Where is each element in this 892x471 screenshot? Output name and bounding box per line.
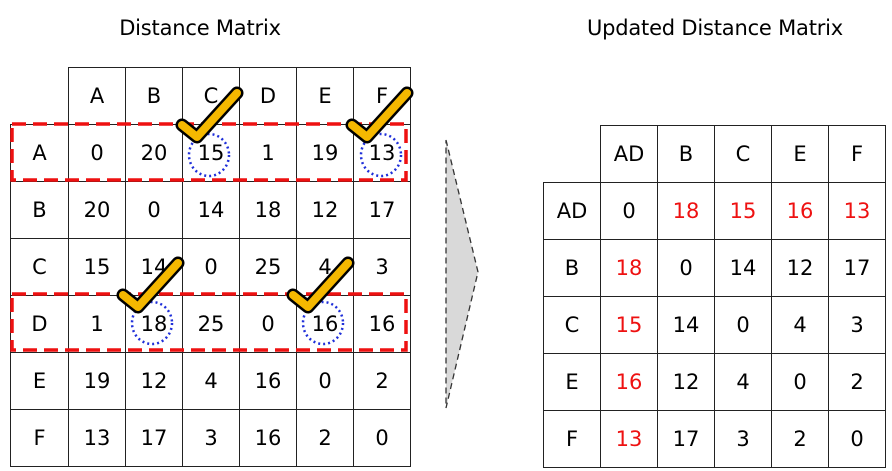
cell-f-e: 2 bbox=[771, 410, 829, 468]
cell-e-a: 19 bbox=[68, 352, 126, 410]
table-row: E 19 12 4 16 0 2 bbox=[10, 352, 411, 410]
cell-f-b: 17 bbox=[657, 410, 715, 468]
row-header-f: F bbox=[543, 410, 601, 468]
cell-f-c: 3 bbox=[182, 409, 240, 467]
col-header-a: A bbox=[68, 67, 126, 125]
cell-c-d: 25 bbox=[239, 238, 297, 296]
cell-e-b: 12 bbox=[657, 353, 715, 411]
row-header-d: D bbox=[10, 295, 69, 353]
cell-e-b: 12 bbox=[125, 352, 183, 410]
distance-matrix-title: Distance Matrix bbox=[119, 16, 281, 40]
cell-b-e: 12 bbox=[296, 181, 354, 239]
updated-cell-ad-c: 15 bbox=[714, 182, 772, 240]
circle-a-c bbox=[187, 132, 231, 178]
cell-e-e: 0 bbox=[296, 352, 354, 410]
cell-f-f: 0 bbox=[353, 409, 411, 467]
cell-f-c: 3 bbox=[714, 410, 772, 468]
cell-e-c: 4 bbox=[182, 352, 240, 410]
table-row: C 15 14 0 25 4 3 bbox=[10, 238, 411, 296]
row-header-f: F bbox=[10, 409, 69, 467]
circle-a-f bbox=[359, 132, 403, 178]
circle-d-e bbox=[301, 300, 345, 346]
cell-f-b: 17 bbox=[125, 409, 183, 467]
cell-a-c: 15 bbox=[182, 124, 240, 182]
table-row: C 15 14 0 4 3 bbox=[543, 296, 886, 354]
table-row: F 13 17 3 2 0 bbox=[543, 410, 886, 468]
updated-cell-c-ad: 15 bbox=[600, 296, 658, 354]
cell-a-e: 19 bbox=[296, 124, 354, 182]
cell-c-c: 0 bbox=[182, 238, 240, 296]
cell-f-a: 13 bbox=[68, 409, 126, 467]
cell-e-d: 16 bbox=[239, 352, 297, 410]
cell-b-d: 18 bbox=[239, 181, 297, 239]
col-header-ad: AD bbox=[600, 125, 658, 183]
checkmark-icon bbox=[175, 86, 244, 144]
cell-f-f: 0 bbox=[828, 410, 886, 468]
row-header-b: B bbox=[543, 239, 601, 297]
arrow-right-icon bbox=[445, 139, 479, 409]
cell-e-c: 4 bbox=[714, 353, 772, 411]
cell-d-f: 16 bbox=[353, 295, 411, 353]
cell-c-c: 0 bbox=[714, 296, 772, 354]
cell-b-c: 14 bbox=[714, 239, 772, 297]
checkmark-icon bbox=[286, 256, 355, 314]
table-row: B 18 0 14 12 17 bbox=[543, 239, 886, 297]
row-header-e: E bbox=[10, 352, 69, 410]
updated-cell-e-ad: 16 bbox=[600, 353, 658, 411]
cell-ad-ad: 0 bbox=[600, 182, 658, 240]
cell-e-f: 2 bbox=[828, 353, 886, 411]
cell-a-a: 0 bbox=[68, 124, 126, 182]
updated-distance-matrix-title: Updated Distance Matrix bbox=[586, 16, 844, 40]
cell-d-d: 0 bbox=[239, 295, 297, 353]
table-row: B 20 0 14 18 12 17 bbox=[10, 181, 411, 239]
cell-c-b: 14 bbox=[657, 296, 715, 354]
cell-a-d: 1 bbox=[239, 124, 297, 182]
col-header-f: F bbox=[828, 125, 886, 183]
updated-distance-matrix-table: AD B C E F AD 0 18 15 16 13 B 18 0 14 12… bbox=[543, 125, 886, 468]
cell-d-c: 25 bbox=[182, 295, 240, 353]
row-header-ad: AD bbox=[543, 182, 601, 240]
row-header-b: B bbox=[10, 181, 69, 239]
checkmark-icon bbox=[345, 86, 414, 144]
cell-f-e: 2 bbox=[296, 409, 354, 467]
table-row: E 16 12 4 0 2 bbox=[543, 353, 886, 411]
cell-b-e: 12 bbox=[771, 239, 829, 297]
cell-b-a: 20 bbox=[68, 181, 126, 239]
cell-c-e: 4 bbox=[771, 296, 829, 354]
col-header-b: B bbox=[657, 125, 715, 183]
cell-a-b: 20 bbox=[125, 124, 183, 182]
checkmark-icon bbox=[116, 256, 185, 314]
row-d-highlight-box bbox=[10, 292, 408, 352]
cell-c-f: 3 bbox=[353, 238, 411, 296]
circle-d-b bbox=[130, 300, 174, 346]
cell-c-a: 15 bbox=[68, 238, 126, 296]
cell-b-b: 0 bbox=[657, 239, 715, 297]
row-header-a: A bbox=[10, 124, 69, 182]
table-row: F 13 17 3 16 2 0 bbox=[10, 409, 411, 467]
